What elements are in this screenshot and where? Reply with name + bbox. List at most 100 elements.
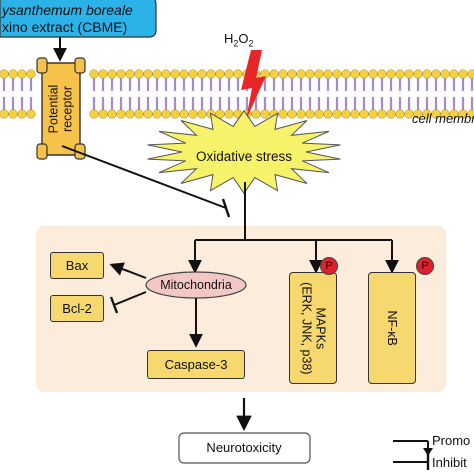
h2o2-o: O [238, 31, 249, 46]
membrane-lipid-head [116, 109, 126, 119]
membrane-lipid-head [197, 69, 207, 79]
membrane-lipid-head [143, 109, 153, 119]
membrane-lipid-head [89, 69, 99, 79]
neurotoxicity-label: Neurotoxicity [206, 440, 282, 455]
membrane-lipid-head [179, 69, 189, 79]
membrane-lipid-head [224, 109, 234, 119]
membrane-lipid-head [386, 69, 396, 79]
membrane-lipid-head [152, 109, 162, 119]
bcl2-box: Bcl-2 [50, 295, 104, 322]
membrane-lipid-head [314, 109, 324, 119]
pathway-panel [36, 226, 446, 392]
membrane-lipid-head [422, 69, 432, 79]
membrane-lipid-head [449, 69, 459, 79]
membrane-lipid-head [8, 69, 18, 79]
mapks-label-line1: MAPKs [313, 307, 328, 349]
membrane-lipid-head [170, 109, 180, 119]
membrane-lipid-head [377, 69, 387, 79]
membrane-lipid-head [260, 69, 270, 79]
membrane-lipid-head [278, 109, 288, 119]
h2o2-sub2: 2 [248, 38, 254, 49]
membrane-lipid-head [143, 69, 153, 79]
arrow-mitochondria-to-bax [109, 262, 147, 279]
membrane-lipid-head [107, 69, 117, 79]
membrane-lipid-head [413, 109, 423, 119]
membrane-lipid-head [323, 109, 333, 119]
membrane-lipid-head [8, 109, 18, 119]
mapks-label: MAPKs (ERK, JNK, p38) [299, 281, 328, 375]
mapks-label-line2: (ERK, JNK, p38) [299, 281, 314, 375]
membrane-lipid-head [287, 109, 297, 119]
membrane-lipid-head [17, 69, 27, 79]
membrane-lipid-head [206, 69, 216, 79]
membrane-lipid-head [467, 69, 474, 79]
membrane-lipid-head [0, 69, 9, 79]
mapks-box: MAPKs (ERK, JNK, p38) [289, 272, 337, 384]
membrane-lipid-head [134, 109, 144, 119]
membrane-lipid-head [197, 109, 207, 119]
membrane-lipid-head [233, 69, 243, 79]
nfkb-phospho-marker: P [416, 257, 434, 275]
membrane-lipid-head [359, 109, 369, 119]
legend-inhibit-label: Inhibit [432, 455, 467, 470]
cell-membrane-label: cell membr [412, 111, 474, 126]
membrane-lipid-head [224, 69, 234, 79]
receptor-bottom-cap [36, 143, 48, 160]
membrane-lipid-head [332, 69, 342, 79]
mitochondria-label: Mitochondria [160, 278, 232, 292]
membrane-lipid-head [26, 109, 36, 119]
membrane-lipid-head [350, 69, 360, 79]
membrane-lipid-head [305, 109, 315, 119]
membrane-lipid-head [413, 69, 423, 79]
membrane-lipid-head [467, 109, 474, 119]
potential-receptor-body [41, 62, 81, 156]
inhibit-mitochondria-to-bcl2 [113, 291, 147, 306]
membrane-lipid-head [0, 109, 9, 119]
membrane-lipid-head [323, 69, 333, 79]
membrane-lipid-head [458, 69, 468, 79]
membrane-lipid-head [278, 69, 288, 79]
membrane-lipid-head [395, 109, 405, 119]
membrane-lipid-head [26, 69, 36, 79]
membrane-lipid-head [107, 109, 117, 119]
membrane-lipid-head [449, 109, 459, 119]
caspase3-box: Caspase-3 [147, 350, 245, 379]
membrane-lipid-head [368, 109, 378, 119]
membrane-lipid-head [332, 109, 342, 119]
nfkb-box: NF-κB [368, 272, 416, 384]
membrane-lipid-head [341, 109, 351, 119]
membrane-lipid-head [260, 109, 270, 119]
membrane-lipid-head [377, 109, 387, 119]
membrane-lipid-head [458, 109, 468, 119]
membrane-lipid-head [296, 109, 306, 119]
membrane-lipid-head [125, 109, 135, 119]
membrane-lipid-head [341, 69, 351, 79]
cbme-source-box [0, 0, 157, 38]
membrane-lipid-head [395, 69, 405, 79]
membrane-lipid-head [359, 69, 369, 79]
bax-box: Bax [50, 252, 104, 279]
membrane-lipid-head [287, 69, 297, 79]
membrane-lipid-head [314, 69, 324, 79]
membrane-lipid-head [179, 109, 189, 119]
membrane-lipid-head [170, 69, 180, 79]
membrane-lipid-head [17, 109, 27, 119]
oxidative-stress-label: Oxidative stress [195, 149, 293, 164]
membrane-lipid-head [404, 69, 414, 79]
membrane-lipid-head [89, 109, 99, 119]
h2o2-h: H [224, 31, 234, 46]
membrane-lipid-head [431, 109, 441, 119]
receptor-label-line2: receptor [61, 86, 75, 132]
membrane-lipid-head [161, 109, 171, 119]
neurotoxicity-box [178, 432, 311, 464]
membrane-lipid-head [404, 109, 414, 119]
membrane-lipid-head [269, 69, 279, 79]
cbme-label-line2: xino extract (CBME) [2, 19, 128, 35]
membrane-lipid-head [161, 69, 171, 79]
inhibit-bar-bcl2 [109, 296, 119, 314]
inhibit-receptor-to-stress [61, 145, 227, 209]
membrane-lipid-head [125, 69, 135, 79]
membrane-lipid-head [296, 69, 306, 79]
cbme-label-line1: ysanthemum boreale [2, 2, 133, 18]
